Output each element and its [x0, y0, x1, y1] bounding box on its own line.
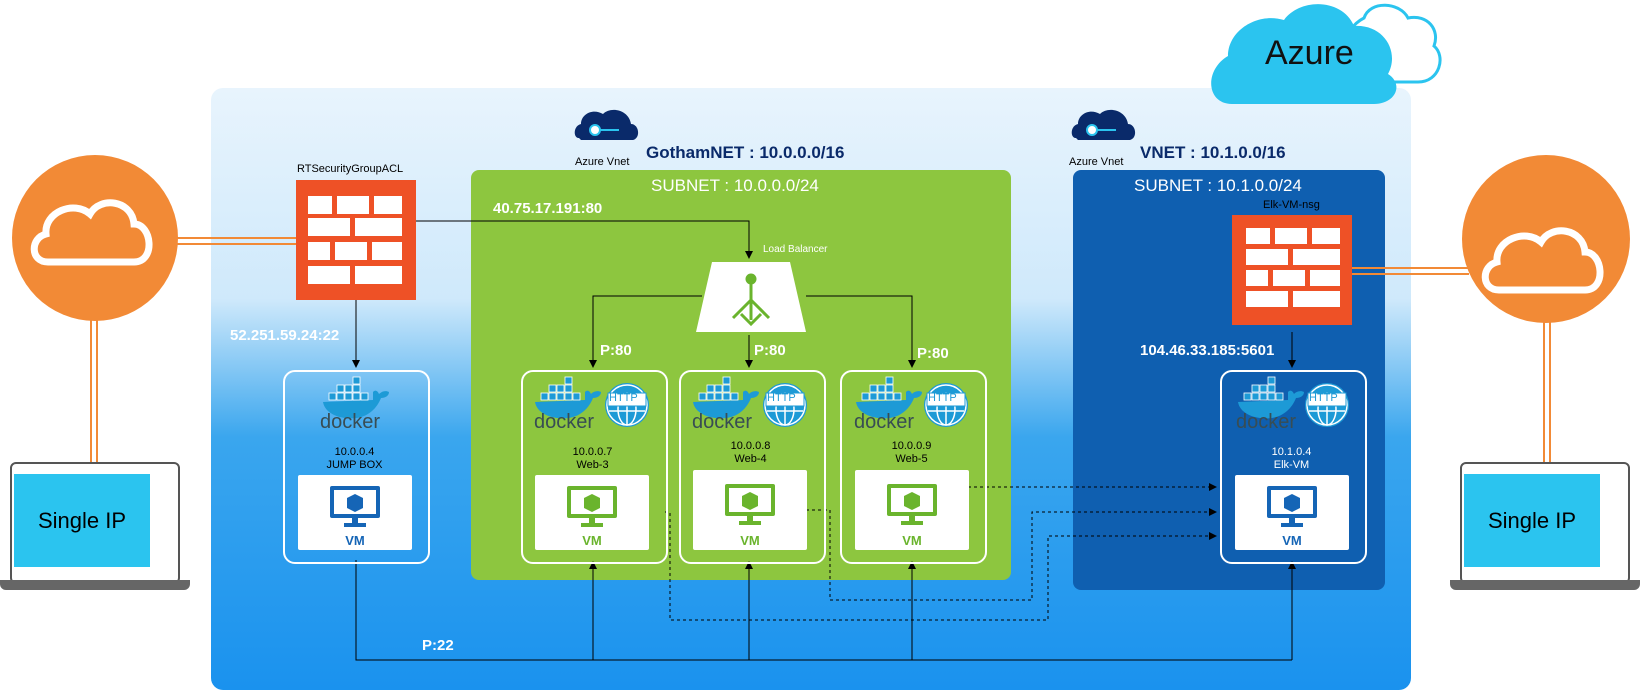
- laptop-left-screen: Single IP: [14, 474, 150, 567]
- gotham-title: GothamNET : 10.0.0.0/16: [646, 143, 845, 162]
- web3-ip: 10.0.0.7: [572, 446, 613, 458]
- docker-label: docker: [692, 411, 753, 433]
- jump-name: JUMP BOX: [326, 459, 383, 471]
- http-label: HTTP: [767, 392, 796, 404]
- ssh-port: P:22: [422, 637, 454, 654]
- laptop-left: Single IP: [0, 462, 190, 592]
- elk-name: Elk-VM: [1273, 459, 1310, 471]
- vm-label-web5: VM: [902, 533, 922, 548]
- docker-label: docker: [1236, 411, 1297, 433]
- laptop-right: Single IP: [1450, 462, 1640, 592]
- http-label: HTTP: [1309, 392, 1338, 404]
- web5-port: P:80: [917, 345, 949, 362]
- node-web4: [679, 370, 826, 564]
- node-elk: [1220, 370, 1367, 564]
- web5-ip: 10.0.0.9: [891, 440, 932, 452]
- vm-label-elk: VM: [1282, 533, 1302, 548]
- docker-label: docker: [854, 411, 915, 433]
- gotham-vnet-icon-label: Azure Vnet: [575, 156, 630, 168]
- web3-name: Web-3: [576, 459, 609, 471]
- web4-ip: 10.0.0.8: [730, 440, 771, 452]
- elk-subnet-label: SUBNET : 10.1.0.0/24: [1134, 176, 1302, 195]
- firewall-left-ip: 52.251.59.24:22: [230, 327, 340, 344]
- lb-label: Load Balancer: [763, 244, 828, 255]
- vnet2-title: VNET : 10.1.0.0/16: [1140, 143, 1286, 162]
- http-label: HTTP: [609, 392, 638, 404]
- jump-ip: 10.0.0.4: [334, 446, 375, 458]
- node-jump-box: [283, 370, 430, 564]
- web4-name: Web-4: [734, 453, 767, 465]
- http-label: HTTP: [928, 392, 957, 404]
- elk-ip: 10.1.0.4: [1271, 446, 1312, 458]
- vm-label-web3: VM: [582, 533, 602, 548]
- gotham-subnet-label: SUBNET : 10.0.0.0/24: [651, 176, 819, 195]
- firewall-right-ip: 104.46.33.185:5601: [1140, 342, 1275, 359]
- lb-ip: 40.75.17.191:80: [493, 200, 603, 217]
- docker-label: docker: [534, 411, 595, 433]
- web5-name: Web-5: [895, 453, 928, 465]
- web3-port: P:80: [600, 342, 632, 359]
- vm-label-jump: VM: [345, 533, 365, 548]
- node-web5: [840, 370, 987, 564]
- elk-vnet-icon-label: Azure Vnet: [1069, 156, 1124, 168]
- vm-label-web4: VM: [740, 533, 760, 548]
- web4-port: P:80: [754, 342, 786, 359]
- docker-label: docker: [320, 411, 381, 433]
- azure-label: Azure: [1265, 34, 1354, 72]
- firewall-right-label: Elk-VM-nsg: [1263, 199, 1320, 211]
- firewall-left-label: RTSecurityGroupACL: [297, 163, 404, 175]
- node-web3: [521, 370, 668, 564]
- laptop-right-screen: Single IP: [1464, 474, 1600, 567]
